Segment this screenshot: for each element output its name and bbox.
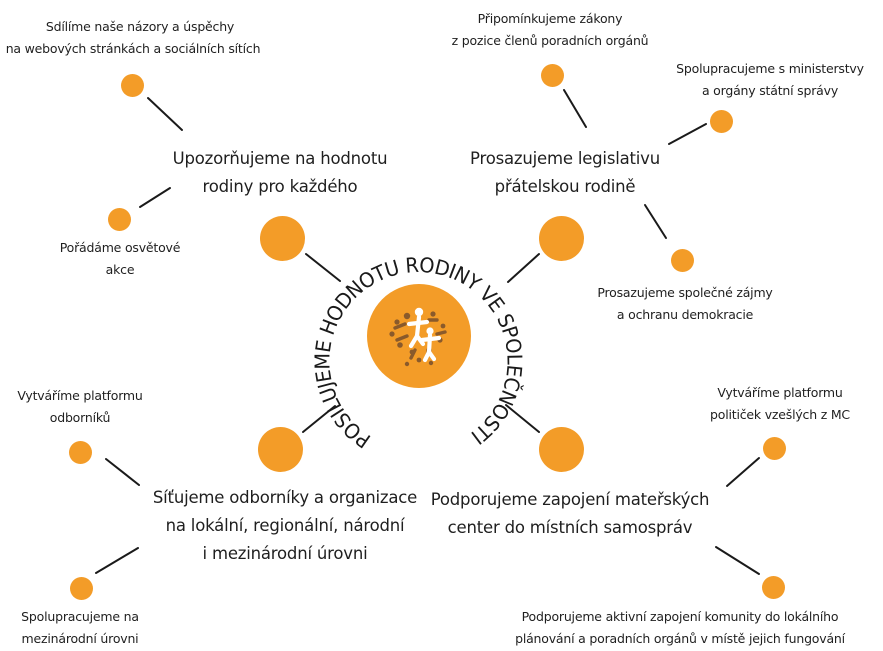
sublabel-bl-b: Spolupracujeme na mezinárodní úrovni bbox=[21, 609, 139, 646]
connector-tr-sub-b bbox=[668, 123, 707, 145]
sub-dot-tr-b bbox=[710, 110, 733, 133]
node-dot-top-right bbox=[539, 216, 584, 261]
svg-text:POSILUJEME HODNOTU RODINY VE S: POSILUJEME HODNOTU RODINY VE SPOLEČNOSTI bbox=[310, 253, 526, 453]
connector-br-sub-b bbox=[715, 546, 760, 575]
sub-dot-br-b bbox=[762, 576, 785, 599]
sublabel-tl-a: Sdílíme naše názory a úspěchy na webovýc… bbox=[5, 19, 261, 56]
label-bottom-left: Síťujeme odborníky a organizace na lokál… bbox=[152, 488, 418, 563]
node-dot-bottom-left bbox=[258, 427, 303, 472]
family-figures-logo-icon bbox=[389, 307, 447, 367]
connector-top-right bbox=[507, 253, 540, 283]
sub-dot-bl-a bbox=[69, 441, 92, 464]
connector-br-sub-a bbox=[726, 457, 760, 487]
sub-dot-br-a bbox=[763, 437, 786, 460]
sub-dot-tr-a bbox=[541, 64, 564, 87]
connector-top-left bbox=[305, 253, 341, 282]
sublabel-tr-b: Spolupracujeme s ministerstvy a orgány s… bbox=[676, 61, 864, 98]
sub-dot-tr-c bbox=[671, 249, 694, 272]
sublabel-br-a: Vytváříme platformu političek vzešlých z… bbox=[710, 385, 850, 422]
label-bottom-right: Podporujeme zapojení mateřských center d… bbox=[430, 490, 710, 537]
sublabel-tl-b: Pořádáme osvětové akce bbox=[59, 240, 181, 277]
node-dot-bottom-right bbox=[539, 427, 584, 472]
connector-tl-sub-a bbox=[147, 97, 183, 131]
connector-bl-sub-a bbox=[105, 458, 140, 486]
label-top-right: Prosazujeme legislativu přátelskou rodin… bbox=[470, 149, 660, 196]
circular-title-text: POSILUJEME HODNOTU RODINY VE SPOLEČNOSTI bbox=[310, 253, 527, 453]
sublabel-br-b: Podporujeme aktivní zapojení komunity do… bbox=[515, 609, 845, 646]
sub-dot-tl-a bbox=[121, 74, 144, 97]
connector-tr-sub-a bbox=[563, 89, 587, 128]
connector-bottom-right bbox=[505, 404, 540, 433]
sublabel-tr-c: Prosazujeme společné zájmy a ochranu dem… bbox=[597, 285, 773, 322]
connector-bl-sub-b bbox=[95, 547, 139, 574]
connector-bottom-left bbox=[302, 405, 336, 433]
label-top-left: Upozorňujeme na hodnotu rodiny pro každé… bbox=[172, 149, 388, 196]
node-dot-top-left bbox=[260, 216, 305, 261]
sub-dot-bl-b bbox=[70, 577, 93, 600]
sublabel-bl-a: Vytváříme platformu odborníků bbox=[17, 388, 143, 425]
sublabel-tr-a: Připomínkujeme zákony z pozice členů por… bbox=[451, 11, 649, 48]
connector-tr-sub-c bbox=[644, 204, 667, 239]
connector-tl-sub-b bbox=[139, 187, 171, 208]
sub-dot-tl-b bbox=[108, 208, 131, 231]
